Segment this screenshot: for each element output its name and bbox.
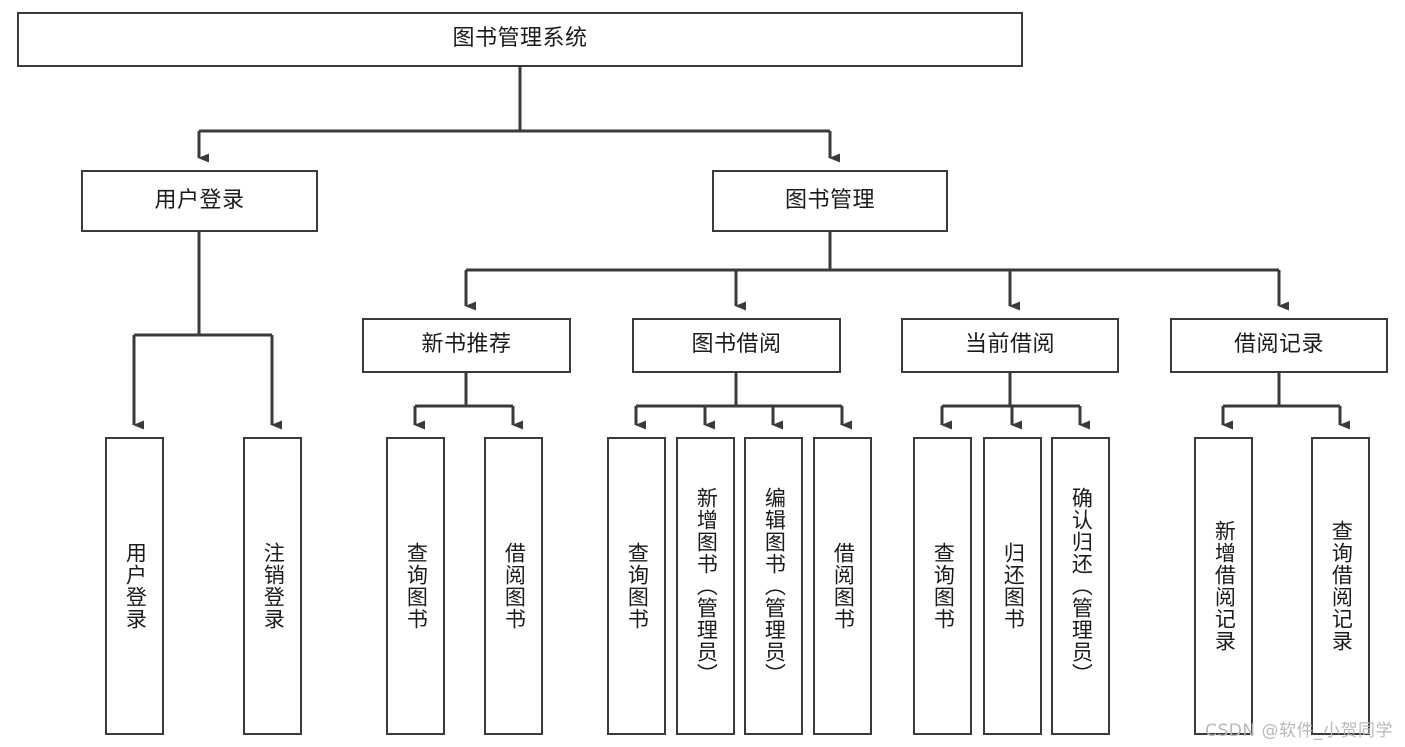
node-leaf-borrow-book-1[interactable]: 借阅图书 [484, 437, 543, 735]
edge-currentborrow-to-leaves [940, 373, 1090, 430]
csdn-watermark: CSDN @软件_小贺同学 [1205, 721, 1393, 741]
edge-bookmanage-to-level3 [464, 232, 1289, 311]
node-leaf-add-book[interactable]: 新增图书（管理员） [676, 437, 735, 735]
node-borrow-record[interactable]: 借阅记录 [1170, 318, 1388, 373]
node-leaf-query-record[interactable]: 查询借阅记录 [1311, 437, 1370, 735]
node-leaf-return-book-label: 归还图书 [1001, 542, 1026, 630]
node-leaf-borrow-book-1-label: 借阅图书 [502, 542, 527, 630]
node-current-borrow[interactable]: 当前借阅 [901, 318, 1119, 373]
node-leaf-confirm-return-label: 确认归还（管理员） [1069, 487, 1094, 685]
node-leaf-query-book-3[interactable]: 查询图书 [913, 437, 972, 735]
node-leaf-borrow-book-2-label: 借阅图书 [831, 542, 856, 630]
node-leaf-add-book-label: 新增图书（管理员） [694, 487, 719, 685]
node-leaf-query-book-1-label: 查询图书 [404, 542, 429, 630]
node-book-manage-label: 图书管理 [784, 187, 875, 213]
edge-bookborrow-to-leaves [634, 373, 852, 430]
edge-root-to-level2 [197, 67, 840, 163]
node-book-borrow[interactable]: 图书借阅 [632, 318, 841, 373]
node-root[interactable]: 图书管理系统 [17, 12, 1023, 67]
node-leaf-query-book-2[interactable]: 查询图书 [607, 437, 666, 735]
node-leaf-query-book-1[interactable]: 查询图书 [386, 437, 445, 735]
node-book-manage[interactable]: 图书管理 [712, 170, 948, 232]
node-book-borrow-label: 图书借阅 [691, 332, 782, 358]
node-leaf-query-book-3-label: 查询图书 [931, 542, 956, 630]
node-root-label: 图书管理系统 [452, 26, 588, 52]
node-user-login[interactable]: 用户登录 [81, 170, 318, 232]
node-leaf-add-record-label: 新增借阅记录 [1212, 520, 1237, 652]
edge-userlogin-to-leaves [132, 232, 282, 430]
node-leaf-borrow-book-2[interactable]: 借阅图书 [813, 437, 872, 735]
node-user-login-label: 用户登录 [154, 187, 245, 213]
node-borrow-record-label: 借阅记录 [1233, 332, 1324, 358]
edge-newbookrec-to-leaves [413, 373, 523, 430]
edge-borrowrecord-to-leaves [1221, 373, 1350, 430]
node-leaf-edit-book[interactable]: 编辑图书（管理员） [744, 437, 803, 735]
node-leaf-user-login-label: 用户登录 [123, 542, 148, 630]
node-current-borrow-label: 当前借阅 [964, 332, 1055, 358]
node-leaf-edit-book-label: 编辑图书（管理员） [762, 487, 787, 685]
node-leaf-add-record[interactable]: 新增借阅记录 [1194, 437, 1253, 735]
node-new-book-rec[interactable]: 新书推荐 [362, 318, 571, 373]
node-leaf-return-book[interactable]: 归还图书 [983, 437, 1042, 735]
node-new-book-rec-label: 新书推荐 [421, 332, 512, 358]
node-leaf-confirm-return[interactable]: 确认归还（管理员） [1051, 437, 1110, 735]
node-leaf-query-book-2-label: 查询图书 [625, 542, 650, 630]
node-leaf-user-login[interactable]: 用户登录 [105, 437, 164, 735]
node-leaf-query-record-label: 查询借阅记录 [1329, 520, 1354, 652]
node-leaf-logout-label: 注销登录 [261, 542, 286, 630]
node-leaf-logout[interactable]: 注销登录 [243, 437, 302, 735]
